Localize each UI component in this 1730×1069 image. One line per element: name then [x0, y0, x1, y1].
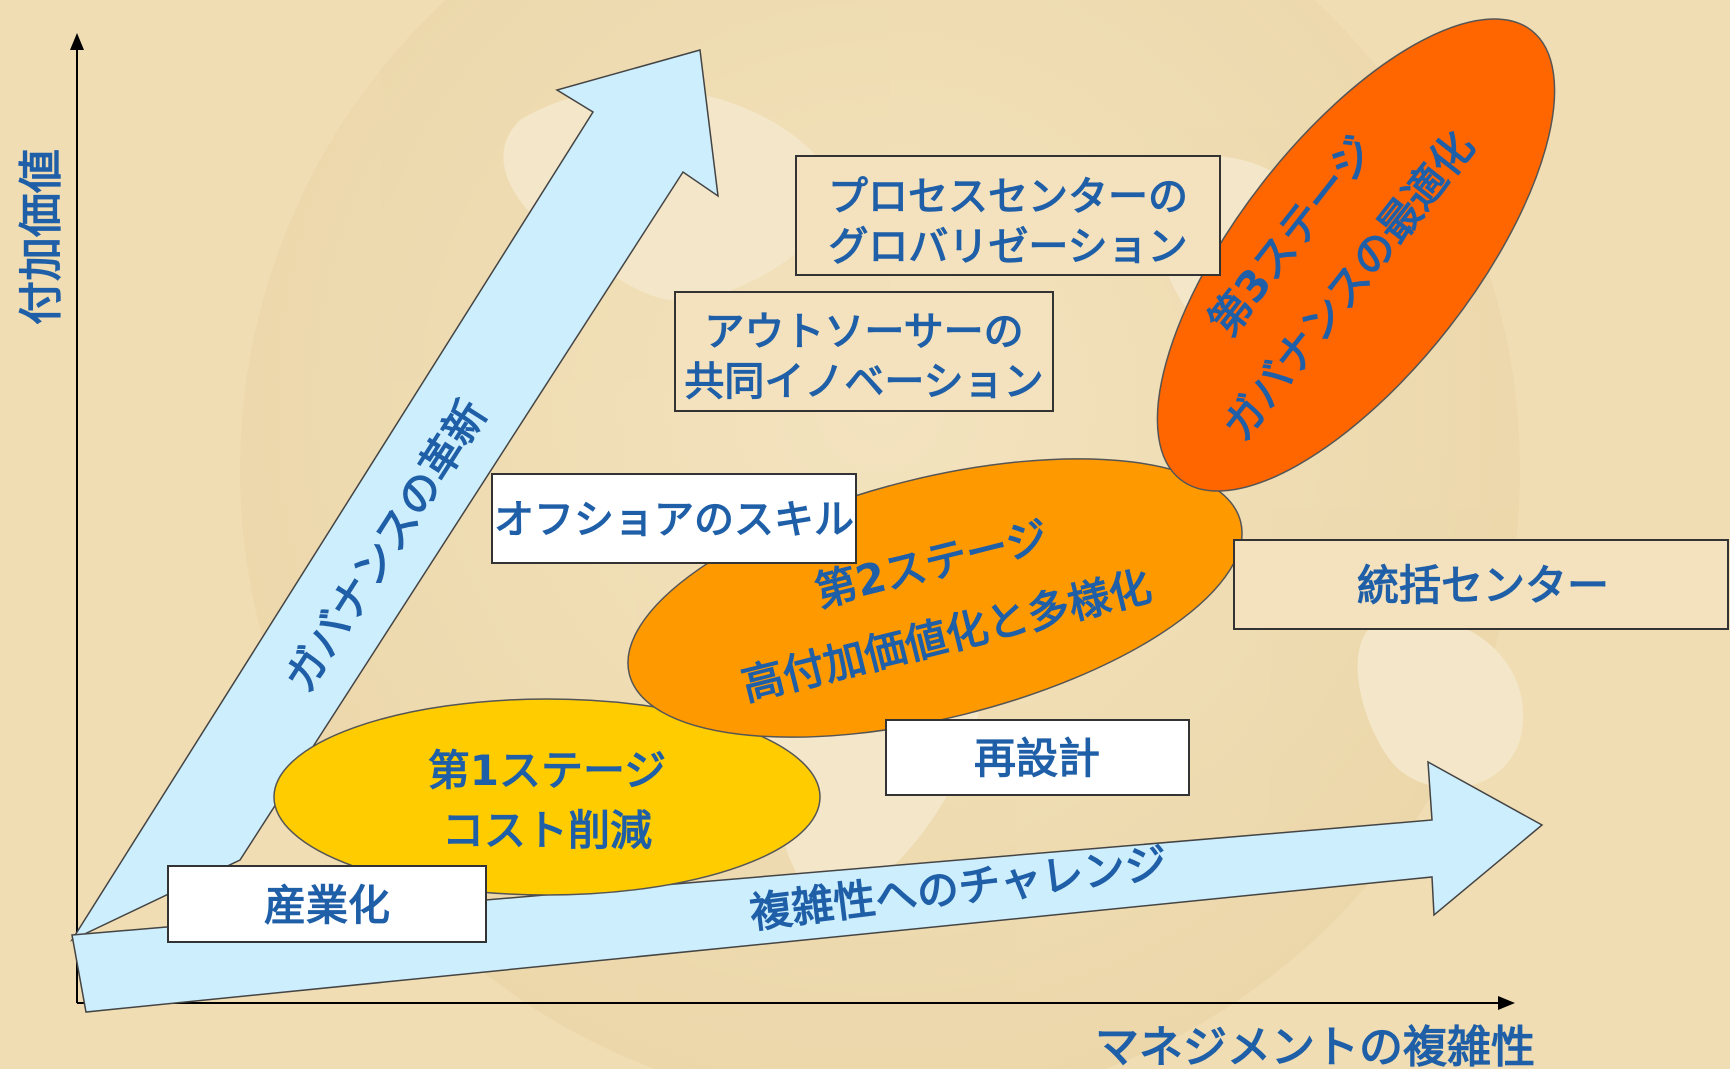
box-integration-center-label: 統括センター — [1357, 561, 1609, 610]
x-axis-label: マネジメントの複雑性 — [1095, 1022, 1535, 1069]
box-offshore-skill: オフショアのスキル — [491, 473, 857, 564]
box-outsourcer-line2: 共同イノベーション — [684, 359, 1043, 405]
stage1-ellipse — [273, 698, 821, 896]
stage1-title: 第1ステージ — [428, 746, 666, 795]
box-process-center: プロセスセンターの グロバリゼーション — [795, 155, 1221, 276]
box-industrialization-label: 産業化 — [264, 881, 390, 930]
y-axis-label: 付加価値 — [16, 149, 67, 325]
box-outsourcer: アウトソーサーの 共同イノベーション — [674, 291, 1054, 412]
box-redesign: 再設計 — [885, 719, 1190, 796]
box-process-line2: グロバリゼーション — [828, 224, 1187, 270]
x-axis-arrowhead — [1498, 996, 1515, 1010]
complexity-arrow — [71, 760, 1544, 1013]
box-redesign-label: 再設計 — [974, 734, 1100, 783]
stage1-subtitle: コスト削減 — [442, 806, 652, 855]
box-process-line1: プロセスセンターの — [828, 174, 1188, 220]
box-offshore-skill-label: オフショアのスキル — [494, 497, 854, 543]
y-axis-arrowhead — [70, 33, 84, 50]
box-industrialization: 産業化 — [167, 865, 487, 943]
box-integration-center: 統括センター — [1233, 539, 1729, 630]
axes — [70, 33, 1515, 1010]
box-outsourcer-line1: アウトソーサーの — [704, 309, 1023, 355]
stage3-ellipse — [1156, 18, 1556, 492]
